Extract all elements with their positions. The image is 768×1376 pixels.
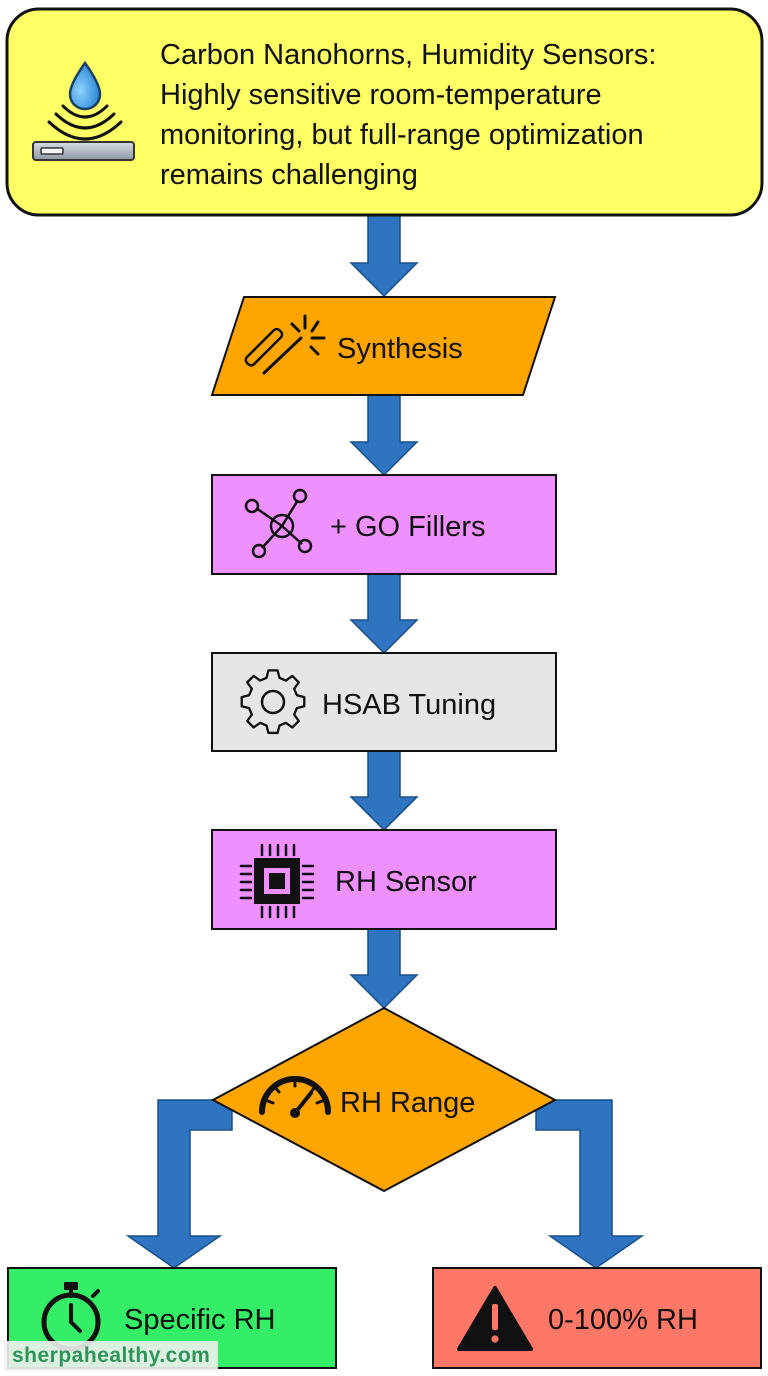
header-box-bg [5, 7, 764, 217]
arrow-decision-to-full-range [535, 1099, 645, 1269]
synthesis-label: Synthesis [337, 333, 463, 365]
header-line-1: Carbon Nanohorns, Humidity Sensors: [160, 39, 656, 71]
header-line-2: Highly sensitive room-temperature [160, 79, 602, 111]
arrow-header-to-synthesis [349, 214, 419, 298]
gauge-icon [259, 1076, 331, 1118]
arrow-synthesis-to-go-fillers [349, 394, 419, 477]
specific-rh-label: Specific RH [124, 1304, 276, 1336]
molecule-icon [244, 488, 313, 559]
decision-rh-range: RH Range [210, 1006, 558, 1193]
magic-wand-icon [244, 314, 326, 375]
warning-icon [457, 1286, 533, 1351]
synthesis-shape [210, 296, 557, 396]
outcome-full-range: 0-100% RH [432, 1267, 762, 1369]
go-fillers-label: + GO Fillers [330, 511, 486, 543]
arrow-decision-to-specific-rh [125, 1099, 233, 1269]
header-line-4: remains challenging [160, 159, 418, 191]
arrow-hsab-to-rh-sensor [349, 750, 419, 832]
step-synthesis: Synthesis [210, 296, 557, 396]
full-range-label: 0-100% RH [548, 1304, 698, 1336]
arrow-rh-sensor-to-decision [349, 928, 419, 1010]
step-hsab-tuning: HSAB Tuning [211, 652, 557, 752]
flow-arrows [125, 214, 645, 1269]
header-box: Carbon Nanohorns, Humidity Sensors: High… [5, 7, 764, 217]
rh-range-diamond [210, 1006, 558, 1193]
step-go-fillers: + GO Fillers [211, 474, 557, 575]
arrow-go-fillers-to-hsab [349, 573, 419, 655]
header-line-3: monitoring, but full-range optimization [160, 119, 644, 151]
hsab-tuning-label: HSAB Tuning [322, 689, 496, 721]
go-fillers-box [211, 474, 557, 575]
rh-range-label: RH Range [340, 1087, 475, 1119]
step-rh-sensor: RH Sensor [211, 829, 557, 930]
chip-icon [239, 843, 315, 919]
gear-icon [240, 669, 306, 735]
watermark: sherpahealthy.com [4, 1341, 219, 1371]
rh-sensor-label: RH Sensor [335, 866, 477, 898]
humidity-sensor-icon [32, 60, 135, 161]
